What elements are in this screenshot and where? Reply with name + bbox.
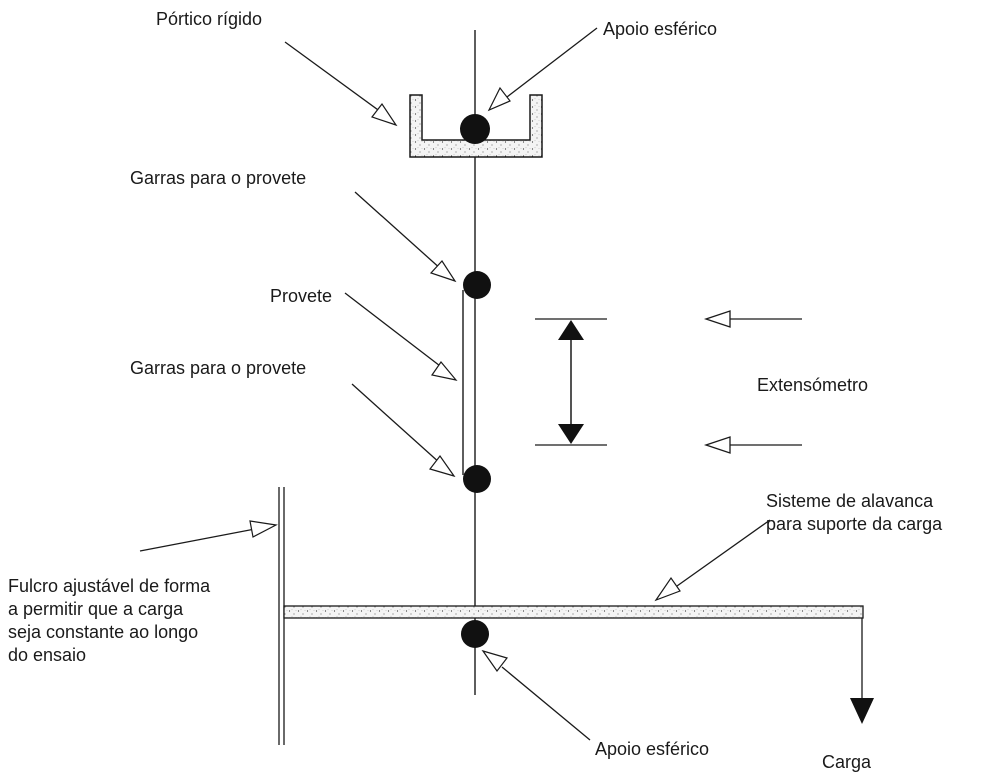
- label-fulcrum: Fulcro ajustável de forma a permitir que…: [8, 575, 210, 667]
- leader-spherical-support-bottom: [481, 649, 591, 741]
- leader-grips-bottom: [351, 383, 456, 478]
- leader-lever-system: [654, 519, 771, 602]
- label-fulcrum-line-1: Fulcro ajustável de forma: [8, 576, 211, 596]
- label-specimen-grips-bottom: Garras para o provete: [130, 358, 307, 378]
- lever-beam: [283, 605, 864, 619]
- extensometer-gauge: [535, 318, 607, 446]
- grip-top-ball: [463, 271, 491, 299]
- label-specimen-grips-top: Garras para o provete: [130, 168, 307, 188]
- fulcrum-post: [278, 487, 285, 745]
- label-fulcrum-line-3: seja constante ao longo: [8, 622, 199, 642]
- rigid-frame: [409, 94, 543, 158]
- spherical-support-top-ball: [460, 114, 490, 144]
- label-spherical-support-bottom: Apoio esférico: [595, 739, 710, 759]
- load-arrow: [850, 618, 874, 724]
- label-lever-system-line-2: para suporte da carga: [766, 514, 943, 534]
- label-lever-system-line-1: Sisteme de alavanca: [766, 491, 934, 511]
- extensometer-arrow-top: [703, 310, 802, 328]
- label-specimen: Provete: [270, 286, 333, 306]
- extensometer-arrow-bottom: [703, 436, 802, 454]
- label-lever-system: Sisteme de alavanca para suporte da carg…: [766, 490, 942, 536]
- leader-fulcrum: [139, 520, 278, 552]
- leader-specimen: [344, 292, 458, 381]
- label-rigid-frame: Pórtico rígido: [156, 9, 263, 29]
- label-extensometer: Extensómetro: [757, 375, 869, 395]
- label-fulcrum-line-2: a permitir que a carga: [8, 599, 184, 619]
- grip-bottom-ball: [463, 465, 491, 493]
- label-spherical-support-top: Apoio esférico: [603, 19, 718, 39]
- spherical-support-bottom-ball: [461, 620, 489, 648]
- leader-grips-top: [354, 191, 457, 283]
- label-load: Carga: [822, 752, 872, 772]
- leader-rigid-frame: [284, 41, 398, 127]
- leader-spherical-support-top: [487, 27, 598, 112]
- label-fulcrum-line-4: do ensaio: [8, 645, 87, 665]
